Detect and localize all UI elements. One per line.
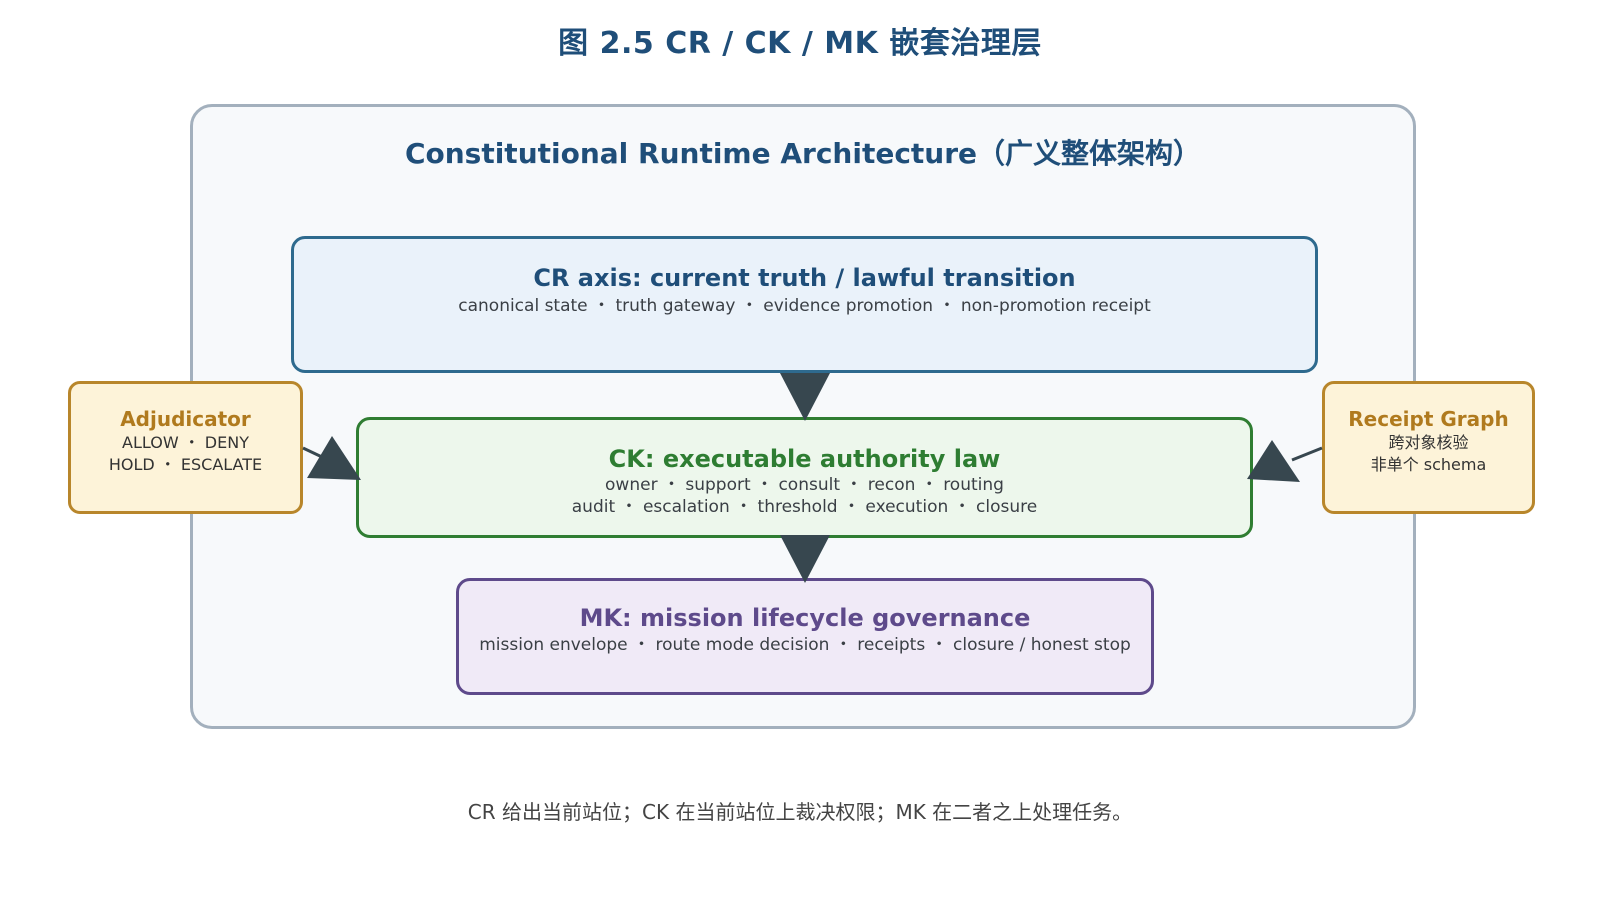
receipt-graph-title: Receipt Graph	[1348, 407, 1509, 431]
cr-axis-box: CR axis: current truth / lawful transiti…	[291, 236, 1318, 373]
adjudicator-title: Adjudicator	[120, 407, 251, 431]
ck-items-line-2: audit ・ escalation ・ threshold ・ executi…	[571, 497, 1038, 517]
ck-box: CK: executable authority law owner ・ sup…	[356, 417, 1253, 538]
cr-axis-title: CR axis: current truth / lawful transiti…	[533, 264, 1076, 292]
figure-caption: CR 给出当前站位；CK 在当前站位上裁决权限；MK 在二者之上处理任务。	[467, 800, 1133, 824]
receipt-graph-line-1: 跨对象核验	[1388, 433, 1469, 452]
adjudicator-box: Adjudicator ALLOW ・ DENY HOLD ・ ESCALATE	[68, 381, 303, 514]
mk-box: MK: mission lifecycle governance mission…	[456, 578, 1154, 695]
figure-title: 图 2.5 CR / CK / MK 嵌套治理层	[558, 26, 1042, 61]
adjudicator-line-2: HOLD ・ ESCALATE	[108, 455, 263, 474]
receipt-graph-box: Receipt Graph 跨对象核验 非单个 schema	[1322, 381, 1535, 514]
mk-title: MK: mission lifecycle governance	[579, 604, 1031, 632]
cr-axis-items: canonical state ・ truth gateway ・ eviden…	[458, 296, 1151, 316]
mk-items: mission envelope ・ route mode decision ・…	[479, 635, 1131, 655]
ck-items-line-1: owner ・ support ・ consult ・ recon ・ rout…	[605, 475, 1004, 495]
outer-architecture-title: Constitutional Runtime Architecture（广义整体…	[404, 137, 1202, 170]
adjudicator-line-1: ALLOW ・ DENY	[122, 433, 249, 452]
receipt-graph-line-2: 非单个 schema	[1370, 455, 1487, 474]
ck-title: CK: executable authority law	[608, 445, 1001, 473]
